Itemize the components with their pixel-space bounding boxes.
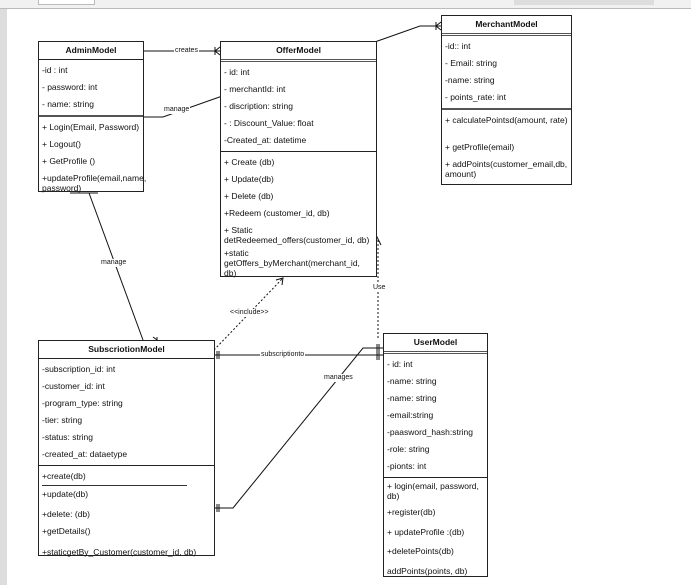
attribute: - name: string <box>42 99 94 109</box>
attribute: - points_rate: int <box>445 92 506 102</box>
class-offer-model[interactable]: OfferModel - id: int - merchantId: int -… <box>220 41 377 278</box>
attribute: - id: int <box>387 359 413 369</box>
method: + Logout() <box>42 139 81 149</box>
manage-label: manage <box>100 259 128 267</box>
attribute: -program_type: string <box>42 398 123 408</box>
creates-label: creates <box>174 47 199 55</box>
method: +static getOffers_byMerchant(merchant_id… <box>224 248 360 278</box>
method: +delete: (db) <box>42 509 90 519</box>
class-title: OfferModel <box>221 42 376 62</box>
attribute: -name: string <box>387 376 437 386</box>
method: +getDetails() <box>42 526 91 536</box>
top-toolbar <box>0 0 691 9</box>
attribute: - : Discount_Value: float <box>224 118 314 128</box>
method: +create(db) <box>42 468 187 486</box>
attribute: -email:string <box>387 410 434 420</box>
use-label: Use <box>372 284 387 292</box>
manages-label: manages <box>323 374 354 382</box>
class-merchant-model[interactable]: MerchantModel -id:: int - Email: string … <box>441 15 572 185</box>
class-title: AdminModel <box>39 42 143 60</box>
left-panel-edge <box>0 9 7 585</box>
method: + Update(db) <box>224 174 274 184</box>
attribute: - merchantId: int <box>224 84 286 94</box>
manage-subscription-line <box>70 192 158 345</box>
attribute: -tier: string <box>42 415 83 425</box>
attribute: - discription: string <box>224 101 293 111</box>
class-title: MerchantModel <box>442 16 571 36</box>
attribute: -id:: int <box>445 41 471 51</box>
method: +staticgetBy_Customer(customer_id, db) <box>42 547 197 557</box>
toolbar-scroll <box>514 0 654 5</box>
attribute: - Email: string <box>445 58 497 68</box>
method: +Redeem (customer_id, db) <box>224 208 330 218</box>
method: + login(email, password, db) <box>387 481 479 501</box>
attribute: -subscription_id: int <box>42 364 116 374</box>
attribute: -created_at: dataetype <box>42 449 128 459</box>
method: + Create (db) <box>224 157 275 167</box>
method: + GetProfile () <box>42 156 96 166</box>
attribute: -role: string <box>387 444 430 454</box>
subscriptionto-label: subscriptionto <box>260 351 306 359</box>
method: +update(db) <box>42 489 89 499</box>
toolbar-field[interactable] <box>38 0 95 5</box>
attribute: -paasword_hash:string <box>387 427 473 437</box>
manage-label: manage <box>163 106 191 114</box>
attribute: -Created_at: datetime <box>224 135 307 145</box>
method: addPoints(points, db) <box>387 566 468 576</box>
method: + getProfile(email) <box>445 142 515 152</box>
method: + Static detRedeemed_offers(customer_id,… <box>224 225 370 245</box>
include-arrow <box>275 277 284 286</box>
method: + updateProfile :(db) <box>387 527 465 537</box>
attribute: - id: int <box>224 67 250 77</box>
class-admin-model[interactable]: AdminModel -id : int - password: int - n… <box>38 41 147 193</box>
attribute: -status: string <box>42 432 94 442</box>
method: +register(db) <box>387 507 436 517</box>
attribute: -customer_id: int <box>42 381 105 391</box>
attribute: - password: int <box>42 82 98 92</box>
class-title: UserModel <box>384 334 487 354</box>
method: + calculatePointsd(amount, rate) <box>445 115 568 125</box>
attribute: -name: string <box>445 75 495 85</box>
method: + Login(Email, Password) <box>42 122 140 132</box>
method: + Delete (db) <box>224 191 274 201</box>
method: + addPoints(customer_email,db, amount) <box>445 159 568 179</box>
attribute: -pionts: int <box>387 461 427 471</box>
manages-line <box>214 344 383 512</box>
class-user-model[interactable]: UserModel - id: int -name: string -name:… <box>383 333 488 577</box>
attribute: -id : int <box>42 65 68 75</box>
method: +updateProfile(email,name, password) <box>42 173 147 193</box>
include-label: <<include>> <box>229 309 270 317</box>
method: +deletePoints(db) <box>387 546 454 556</box>
class-subscription-model[interactable]: SubscriotionModel -subscription_id: int … <box>38 340 215 557</box>
attribute: -name: string <box>387 393 437 403</box>
class-title: SubscriotionModel <box>39 341 214 359</box>
